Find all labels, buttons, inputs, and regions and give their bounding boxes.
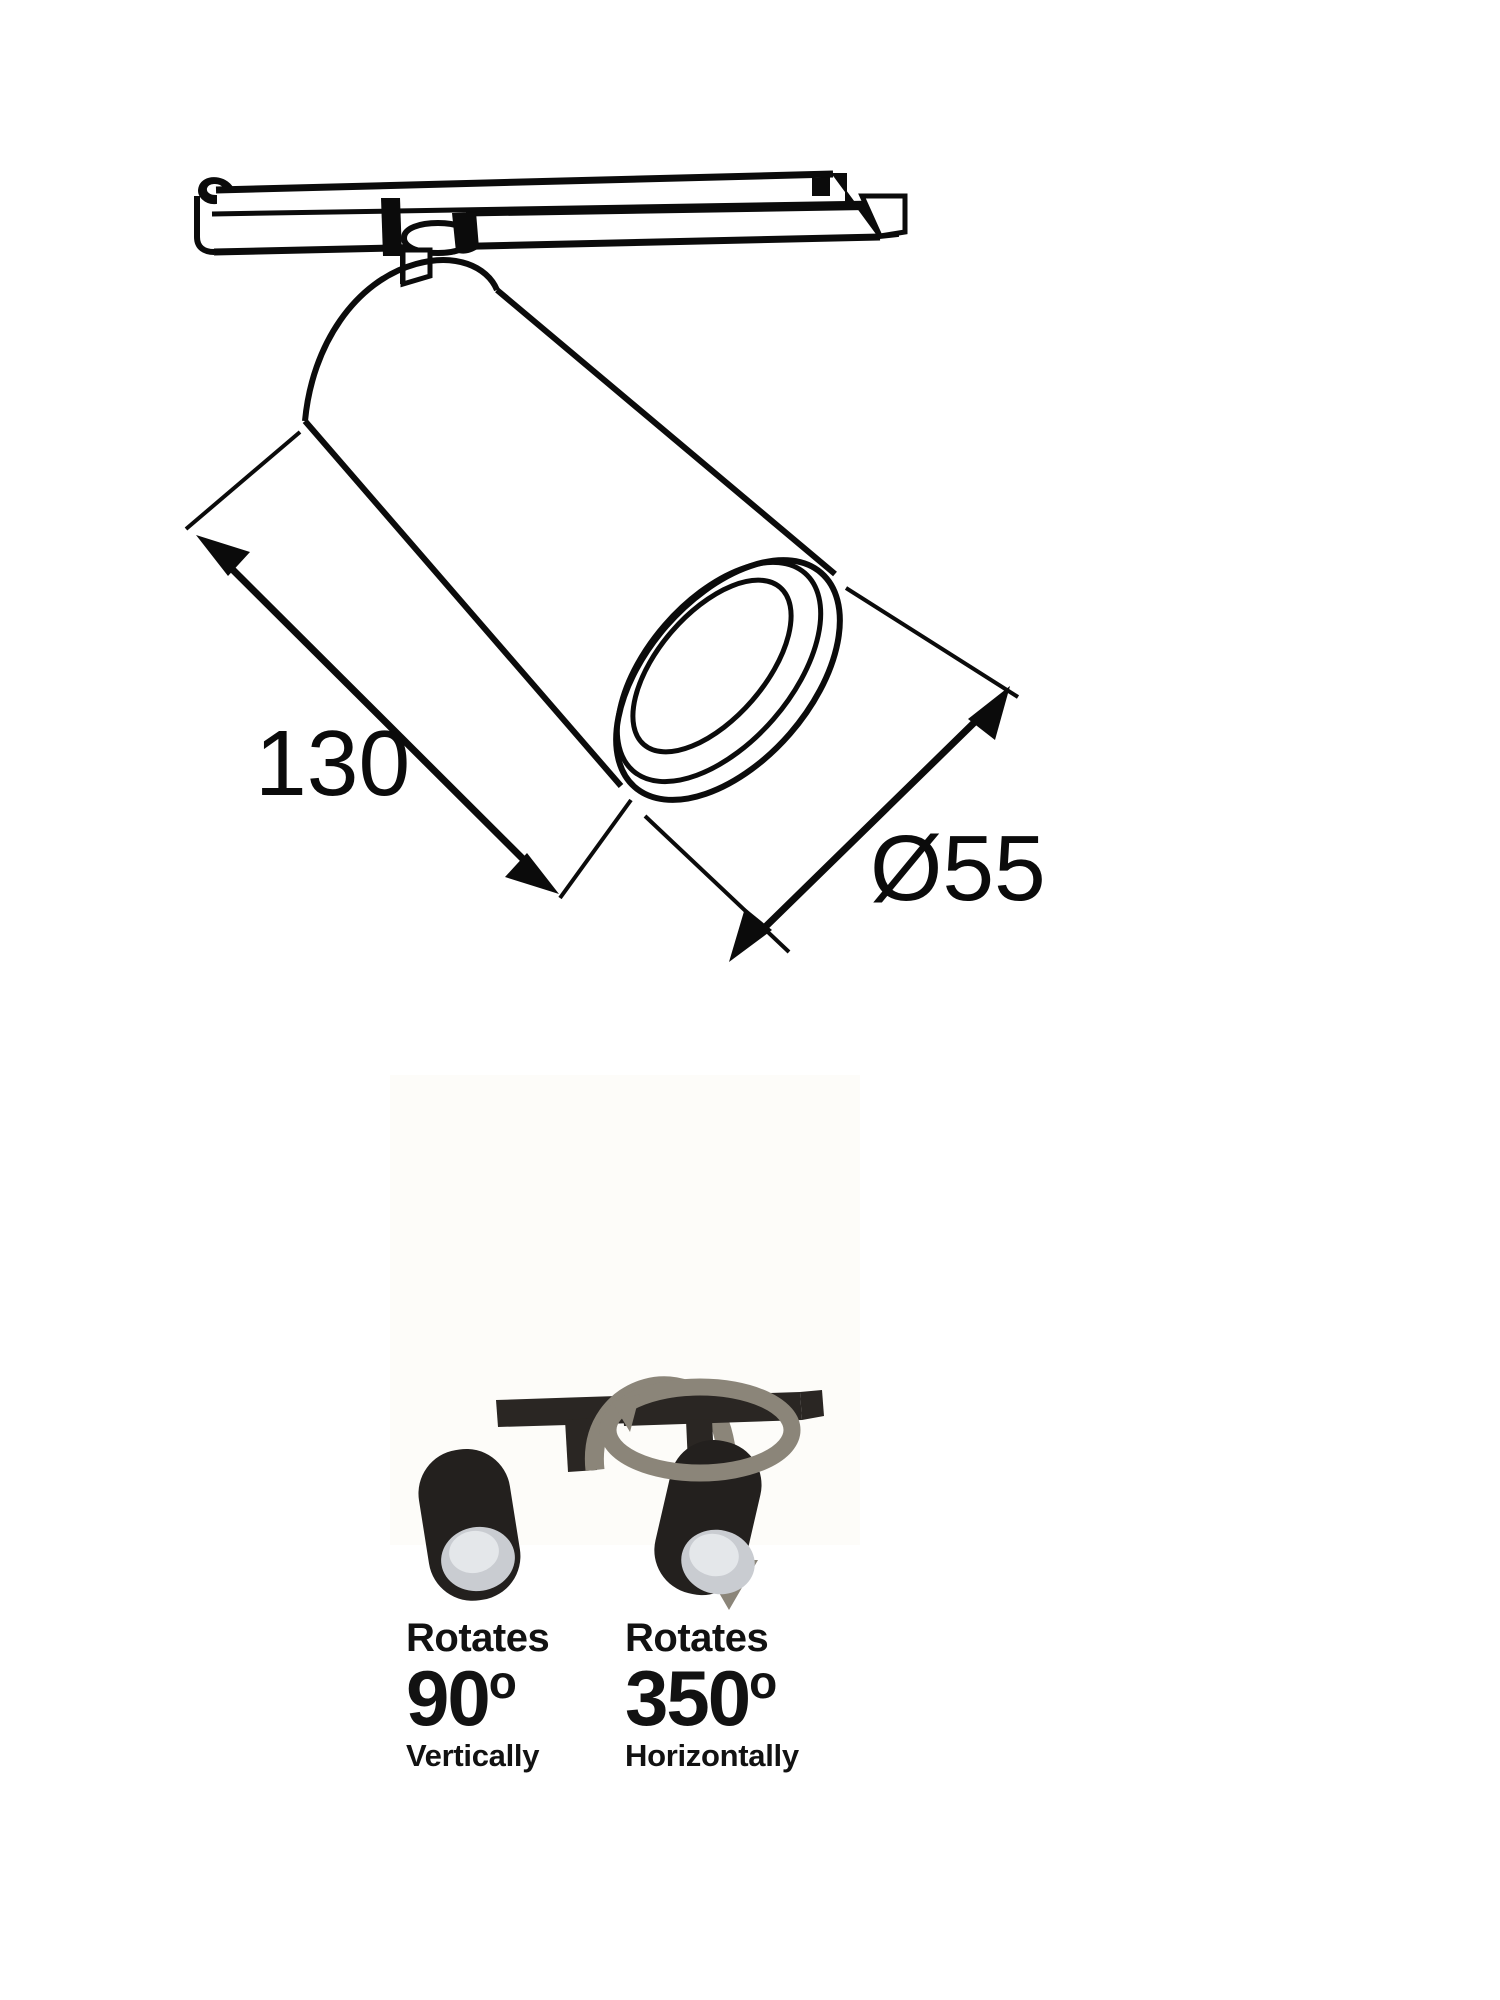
- rotation-axis-vertical: Vertically: [406, 1738, 540, 1774]
- track-mid-edge: [213, 233, 881, 256]
- dimension-diameter-55: Ø55: [643, 586, 1046, 962]
- dim130-extension-upper: [184, 430, 302, 531]
- mount-adapter-dark-right: [452, 212, 479, 254]
- rotates-heading-vertical: Rotates: [406, 1616, 550, 1660]
- degree-symbol-horizontal: o: [749, 1656, 777, 1708]
- cylinder-front-rim-inner: [614, 559, 824, 785]
- track-top-edge: [215, 170, 834, 194]
- dimension-label-diameter-55: Ø55: [870, 816, 1046, 920]
- dim55-arrowhead-start: [968, 686, 1010, 740]
- rotation-label-horizontal: Rotates 350o Horizontally: [625, 1618, 799, 1771]
- cylinder-bottom-edge: [302, 419, 624, 788]
- track-right-tail: [858, 193, 908, 239]
- cylinder-rear-cap: [302, 257, 500, 422]
- degree-symbol-vertical: o: [488, 1656, 517, 1708]
- cylinder-inner-bore: [630, 577, 794, 755]
- dim130-line: [219, 556, 536, 872]
- track-inner-line-b: [465, 204, 899, 217]
- rotation-angle-vertical: 90o: [406, 1659, 549, 1737]
- icon-rotates-horizontally: [599, 1378, 824, 1596]
- track-right-notch: [812, 177, 830, 196]
- rotation-label-vertical: Rotates 90o Vertically: [406, 1616, 550, 1774]
- track-left-endcap: [198, 177, 233, 205]
- rotation-angle-value-horizontal: 350: [625, 1654, 751, 1742]
- dim55-arrowhead-end: [729, 908, 772, 962]
- horiz-icon-rotation-loop: [599, 1378, 801, 1482]
- dim130-extension-lower: [558, 798, 633, 900]
- track-rail-assembly: [194, 170, 908, 288]
- dim55-extension-top: [844, 586, 1020, 699]
- dim55-line: [752, 709, 988, 940]
- vert-icon-lens-highlight: [449, 1530, 499, 1574]
- dim130-arrowhead-end: [505, 853, 559, 894]
- rotation-angle-value-vertical: 90: [406, 1654, 491, 1742]
- mount-stem-body: [400, 247, 433, 288]
- horiz-icon-lens-highlight: [689, 1533, 739, 1577]
- rotation-axis-horizontal: Horizontally: [625, 1738, 799, 1774]
- rotation-angle-horizontal: 350o: [625, 1659, 799, 1737]
- rotates-heading-horizontal: Rotates: [625, 1616, 769, 1660]
- track-left-lower: [194, 236, 215, 255]
- horiz-icon-track-bar-right: [800, 1390, 824, 1420]
- dimension-label-130: 130: [255, 711, 410, 815]
- track-connector-block: [381, 198, 402, 256]
- dim130-arrowhead-start: [196, 535, 250, 576]
- track-inner-line-a: [211, 200, 879, 217]
- dimension-length-130: 130: [184, 430, 633, 900]
- spotlight-cylinder: [302, 257, 843, 803]
- cylinder-top-edge: [495, 287, 837, 577]
- horiz-icon-loop-arrowhead: [612, 1394, 640, 1432]
